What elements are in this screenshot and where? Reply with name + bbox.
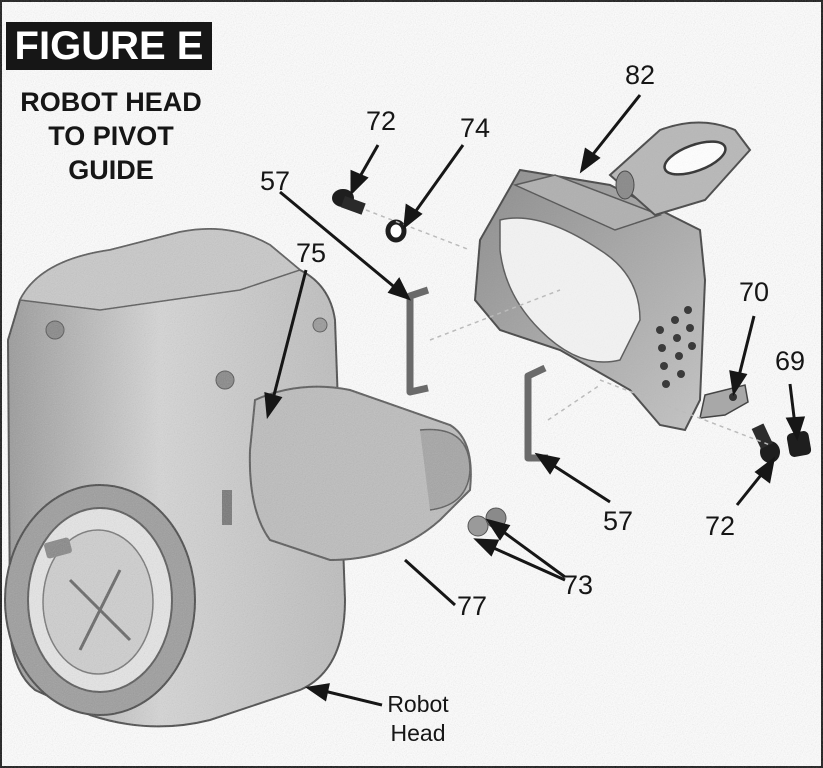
subtitle-line-2: TO PIVOT [48,121,174,151]
callout-72-top: 72 [366,106,396,136]
callout-73: 73 [563,570,593,600]
part-69-nut [786,431,812,457]
subtitle-line-1: ROBOT HEAD [20,87,202,117]
part-72-screw-top [332,189,366,215]
callout-72-bottom: 72 [705,511,735,541]
figure-badge: FIGURE E [6,22,212,70]
callout-robot-head-line1: Robot [387,691,449,717]
callout-57-top: 57 [260,166,290,196]
callout-82: 82 [625,60,655,90]
part-57-clip-bottom [524,364,548,462]
callout-70: 70 [739,277,769,307]
callout-75: 75 [296,238,326,268]
callout-69: 69 [775,346,805,376]
callout-74: 74 [460,113,490,143]
figure-badge-text: FIGURE E [14,24,204,68]
alignment-lines [365,209,771,446]
part-74-washer [385,219,407,243]
part-57-clip-top [406,286,430,396]
leader-arrows [264,94,806,707]
callout-robot-head-line2: Head [391,720,446,746]
subtitle-line-3: GUIDE [68,155,154,185]
callout-77: 77 [457,591,487,621]
callout-57-bottom: 57 [603,506,633,536]
